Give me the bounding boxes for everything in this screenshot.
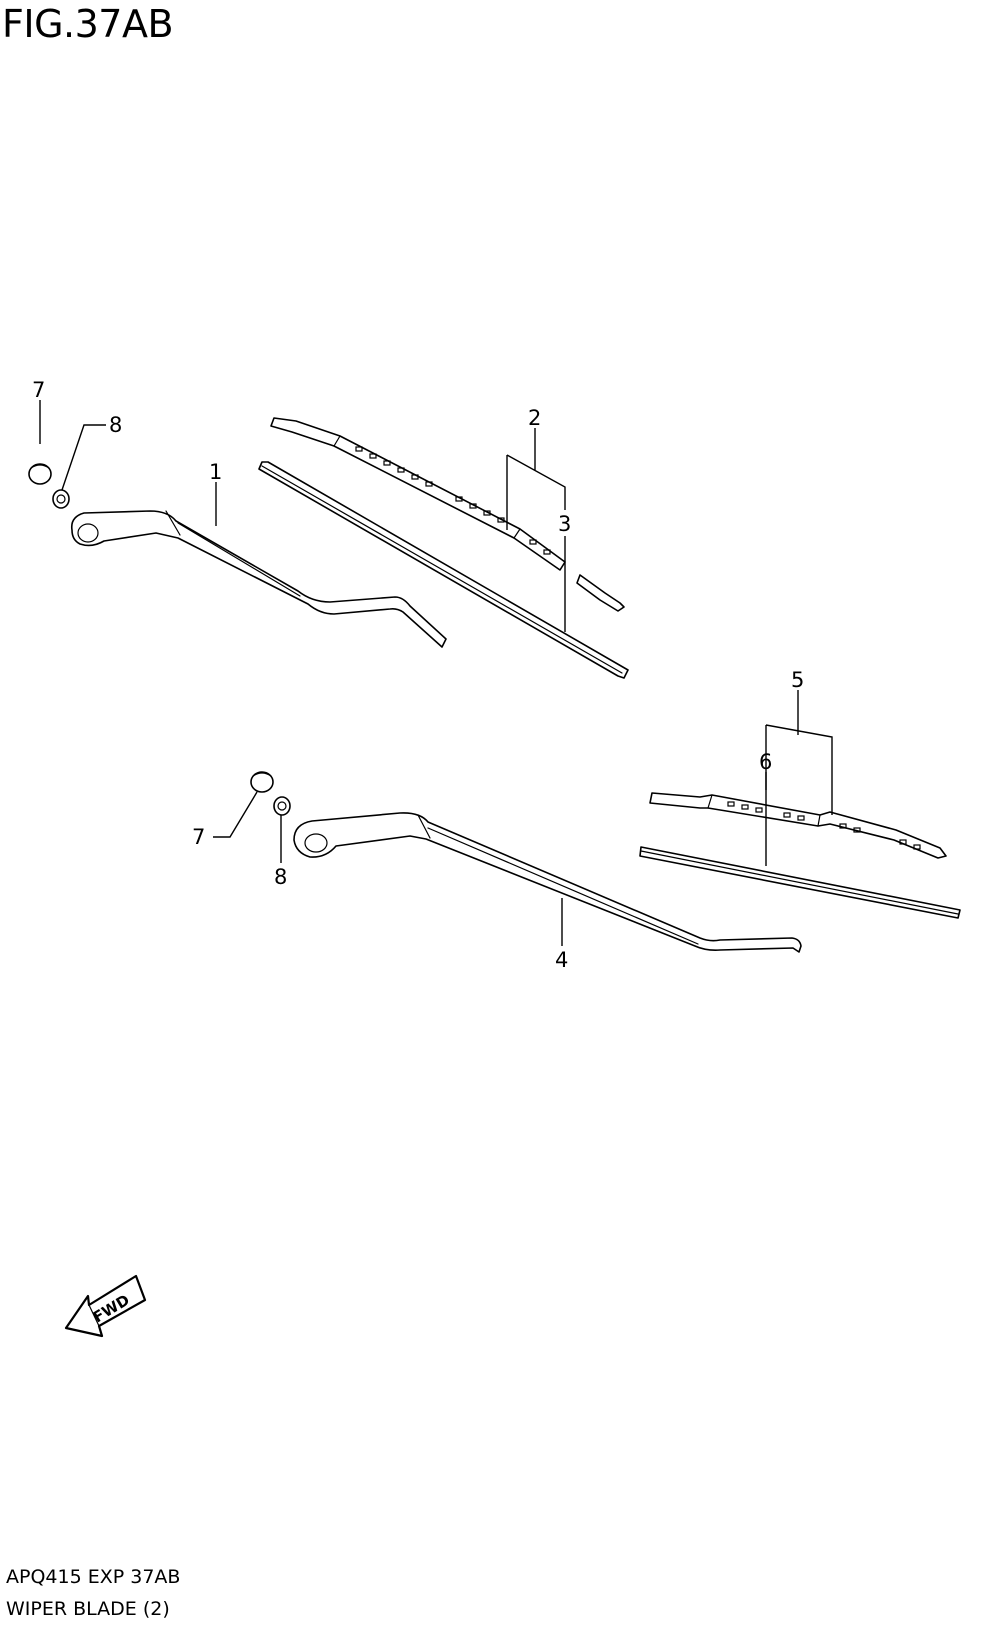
wiper-arm-part-1 [70, 510, 447, 648]
callout-4: 4 [555, 948, 568, 972]
forward-arrow-icon: FWD [64, 1274, 147, 1338]
callout-1: 1 [209, 460, 222, 484]
nut-part-8-top [52, 489, 70, 509]
callout-2: 2 [528, 406, 541, 430]
diagram-code: APQ415 EXP 37AB [6, 1566, 181, 1588]
callout-8-bottom: 8 [274, 865, 287, 889]
callout-3: 3 [558, 512, 571, 536]
wiper-blade-assembly-part-2 [270, 417, 625, 612]
cap-part-7-top [28, 463, 52, 485]
nut-part-8-bottom [273, 796, 291, 816]
wiper-arm-part-4 [293, 812, 802, 953]
callout-5: 5 [791, 668, 804, 692]
cap-part-7-bottom [250, 771, 274, 793]
blade-rubber-part-6 [639, 846, 961, 919]
callout-8-top: 8 [109, 413, 122, 437]
callout-6: 6 [759, 750, 772, 774]
diagram-name: WIPER BLADE (2) [6, 1598, 170, 1620]
figure-title: FIG.37AB [2, 2, 174, 46]
callout-7-bottom: 7 [192, 825, 205, 849]
leader-lines [39, 400, 833, 946]
wiper-blade-assembly-part-5 [649, 792, 947, 859]
callout-7-top: 7 [32, 378, 45, 402]
blade-rubber-part-3 [258, 461, 629, 679]
